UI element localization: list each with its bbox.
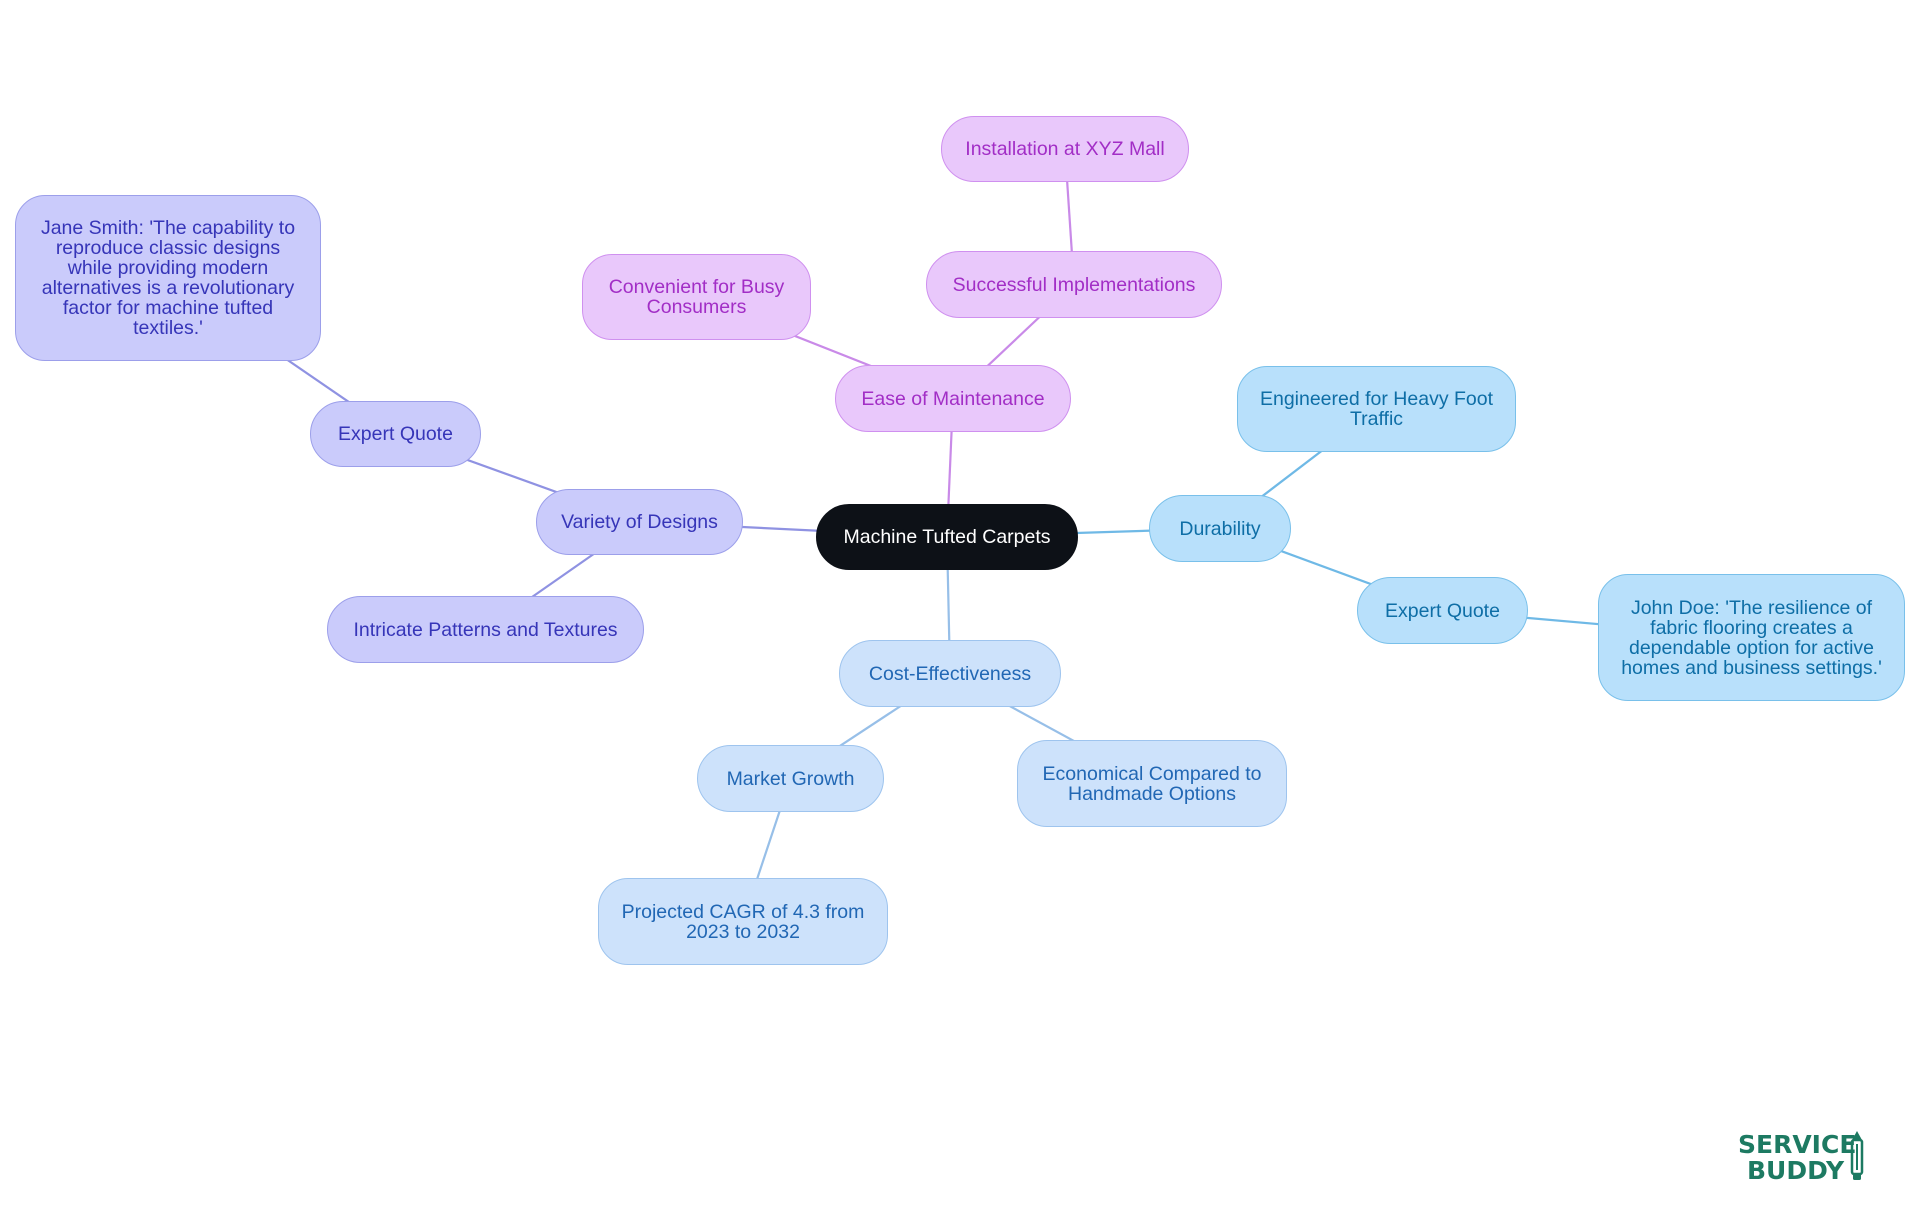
node-label-john: John Doe: 'The resilience of fabric floo… xyxy=(1621,596,1882,679)
node-success[interactable]: Successful Implementations xyxy=(926,251,1222,318)
node-label-economical: Economical Compared to Handmade Options xyxy=(1042,762,1262,805)
node-variety[interactable]: Variety of Designs xyxy=(536,489,743,555)
node-market[interactable]: Market Growth xyxy=(697,745,884,812)
node-label-quote-right: Expert Quote xyxy=(1385,599,1500,622)
node-cagr[interactable]: Projected CAGR of 4.3 from 2023 to 2032 xyxy=(598,878,888,965)
node-intricate[interactable]: Intricate Patterns and Textures xyxy=(327,596,644,663)
node-john[interactable]: John Doe: 'The resilience of fabric floo… xyxy=(1598,574,1905,701)
node-label-root: Machine Tufted Carpets xyxy=(843,526,1051,548)
node-quote-right[interactable]: Expert Quote xyxy=(1357,577,1528,644)
node-label-jane: Jane Smith: 'The capability to reproduce… xyxy=(40,217,296,339)
node-root[interactable]: Machine Tufted Carpets xyxy=(816,504,1078,570)
node-ease[interactable]: Ease of Maintenance xyxy=(835,365,1071,432)
node-label-quote-left: Expert Quote xyxy=(338,423,453,445)
node-heavy[interactable]: Engineered for Heavy Foot Traffic xyxy=(1237,366,1516,452)
node-durability[interactable]: Durability xyxy=(1149,495,1291,562)
node-xyz[interactable]: Installation at XYZ Mall xyxy=(941,116,1189,182)
node-jane[interactable]: Jane Smith: 'The capability to reproduce… xyxy=(15,195,321,361)
node-label-market: Market Growth xyxy=(726,767,855,790)
node-label-variety: Variety of Designs xyxy=(561,511,718,533)
node-label-success: Successful Implementations xyxy=(952,273,1196,296)
node-label-cagr: Projected CAGR of 4.3 from 2023 to 2032 xyxy=(621,900,865,943)
logo-text-service: SERVICE xyxy=(1738,1130,1857,1159)
node-label-durability: Durability xyxy=(1179,517,1261,540)
node-quote-left[interactable]: Expert Quote xyxy=(310,401,481,467)
node-label-intricate: Intricate Patterns and Textures xyxy=(353,618,618,641)
node-convenient[interactable]: Convenient for Busy Consumers xyxy=(582,254,811,340)
node-label-ease: Ease of Maintenance xyxy=(861,387,1045,410)
node-label-heavy: Engineered for Heavy Foot Traffic xyxy=(1259,388,1494,430)
node-label-xyz: Installation at XYZ Mall xyxy=(965,138,1165,160)
pencil-icon xyxy=(1850,1131,1864,1180)
node-label-cost: Cost-Effectiveness xyxy=(868,662,1032,685)
node-label-convenient: Convenient for Busy Consumers xyxy=(608,276,785,318)
node-economical[interactable]: Economical Compared to Handmade Options xyxy=(1017,740,1287,827)
node-cost[interactable]: Cost-Effectiveness xyxy=(839,640,1061,707)
logo-text-buddy: BUDDY xyxy=(1747,1156,1845,1185)
service-buddy-logo: SERVICE BUDDY xyxy=(1738,1128,1873,1186)
